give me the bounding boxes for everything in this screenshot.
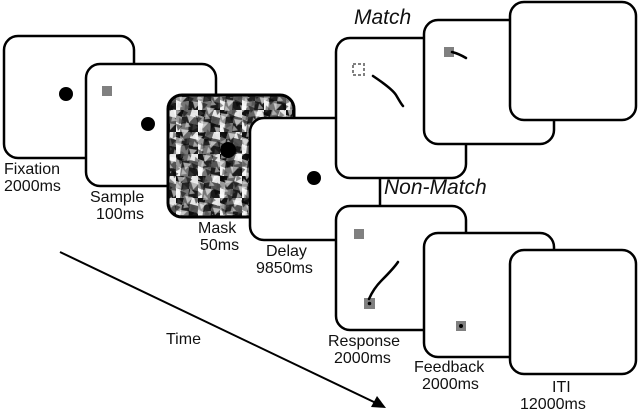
sample-duration: 100ms [96, 206, 144, 223]
response-duration: 2000ms [334, 350, 391, 367]
iti-label: ITI [552, 379, 571, 396]
match-iti-frame [508, 0, 638, 122]
match-feedback-square [444, 47, 454, 57]
delay-duration: 9850ms [256, 260, 313, 277]
response-label: Response [328, 333, 400, 350]
feedback-duration: 2000ms [422, 376, 479, 393]
sample-dot [141, 117, 155, 131]
time-label: Time [166, 331, 201, 348]
match-heading: Match [354, 6, 411, 29]
iti-duration: 12000ms [520, 396, 586, 413]
match-feedback-trace [450, 50, 468, 60]
mask-dot [220, 142, 236, 158]
nonmatch-iti-frame [508, 248, 638, 376]
delay-label: Delay [266, 243, 307, 260]
sample-square [102, 86, 112, 96]
match-response-trace [371, 74, 405, 108]
fixation-label: Fixation [4, 161, 60, 178]
nonmatch-sample-square [354, 229, 364, 239]
nonmatch-response-trace [367, 260, 400, 301]
nonmatch-heading: Non-Match [384, 176, 487, 199]
nonmatch-feedback-dot [459, 324, 463, 328]
nonmatch-target-dot [367, 301, 372, 306]
time-arrow-line [59, 251, 377, 404]
mask-duration: 50ms [200, 237, 239, 254]
feedback-label: Feedback [414, 359, 485, 376]
delay-dot [307, 171, 321, 185]
fixation-duration: 2000ms [4, 178, 61, 195]
mask-label: Mask [198, 220, 237, 237]
time-arrow-head [371, 396, 386, 408]
sample-label: Sample [90, 189, 144, 206]
fixation-dot [59, 87, 73, 101]
match-target-outline [352, 63, 365, 76]
